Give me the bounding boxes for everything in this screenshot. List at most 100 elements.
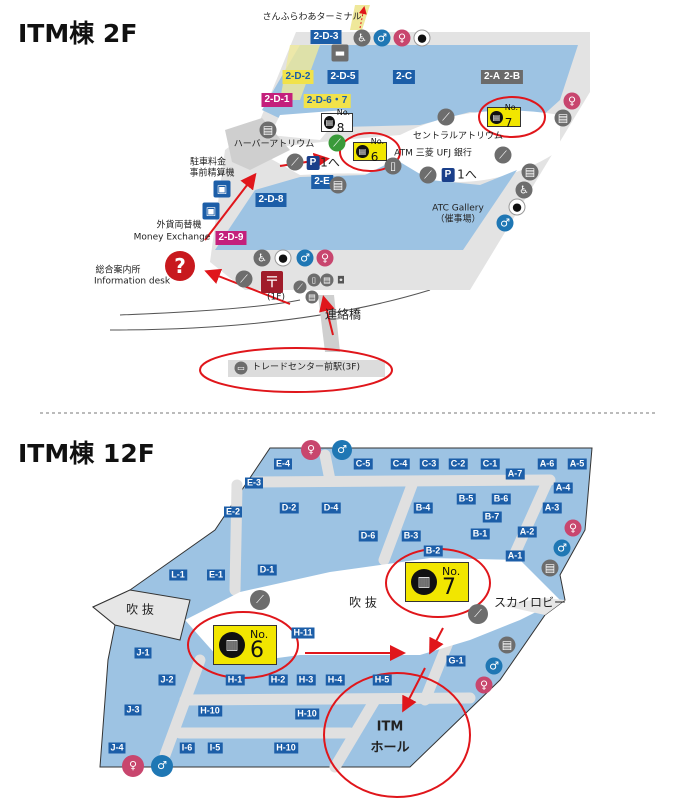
shop-label[interactable]: E-3	[244, 477, 264, 489]
elevator-icon: ▤	[259, 121, 277, 139]
elevator-no-label: No.	[250, 627, 269, 641]
baby-room-icon: ●	[413, 29, 431, 47]
shop-label[interactable]: 2-D-2	[282, 70, 314, 84]
elevator-no7-badge: ▤ No.7	[487, 102, 521, 129]
shop-label[interactable]: 2-D-3	[310, 30, 342, 44]
elevator-icon: ▤	[356, 145, 369, 158]
escalator-icon: ⟋	[250, 590, 270, 610]
shop-label[interactable]: B-5	[456, 493, 476, 505]
station-label[interactable]: トレードセンター前駅(3F)	[252, 362, 360, 373]
baby-room-icon: ●	[508, 198, 526, 216]
shop-label[interactable]: C-1	[480, 458, 500, 470]
sky-lobby-label: スカイロビー	[493, 595, 567, 610]
floor-12f-title: ITM棟 12F	[18, 439, 155, 468]
central-atrium-label: セントラルアトリウム	[412, 131, 504, 142]
shop-label[interactable]: H-10	[198, 705, 222, 717]
shop-label[interactable]: A-2	[517, 526, 537, 538]
information-desk-label-en: Information desk	[93, 276, 171, 287]
shop-label[interactable]: J-3	[124, 704, 142, 716]
shop-label[interactable]: 2-C	[392, 70, 416, 84]
restroom-female-icon: ♀	[563, 92, 581, 110]
elevator-icon: ▤	[541, 559, 559, 577]
shop-label[interactable]: J-2	[158, 674, 176, 686]
shop-label[interactable]: H-5	[372, 674, 392, 686]
shop-label[interactable]: A-5	[567, 458, 587, 470]
shop-label[interactable]: D-4	[321, 502, 341, 514]
shop-label[interactable]: H-11	[291, 627, 315, 639]
elevator-number: 7	[442, 574, 456, 600]
elevator-no-label: No.	[504, 102, 518, 112]
train-icon: ▭	[234, 361, 248, 375]
shop-label[interactable]: L-1	[169, 569, 187, 581]
gallery-label: ATC Gallery	[432, 203, 484, 214]
shop-label[interactable]: C-2	[448, 458, 468, 470]
shop-label[interactable]: B-3	[401, 530, 421, 542]
shop-label[interactable]: H-10	[274, 742, 298, 754]
shop-label[interactable]: 2-D-6・7	[303, 94, 351, 108]
shop-label[interactable]: 2-A	[480, 70, 504, 84]
shop-label[interactable]: G-1	[446, 655, 466, 667]
parking-payment-machine-icon: ▣	[213, 180, 231, 198]
wheelchair-icon: ♿	[515, 181, 533, 199]
shop-label[interactable]: H-2	[268, 674, 288, 686]
shop-label[interactable]: B-7	[482, 511, 502, 523]
shop-label[interactable]: B-6	[491, 493, 511, 505]
shop-label[interactable]: I-5	[207, 742, 223, 754]
elevator-icon: ▤	[490, 110, 503, 124]
restroom-female-icon: ♀	[316, 249, 334, 267]
camera-icon: ◘	[337, 275, 345, 287]
shop-label[interactable]: E-2	[223, 506, 243, 518]
terminal-direction-label: さんふらわあターミナル	[262, 12, 362, 23]
escalator-icon: ⟋	[328, 134, 346, 152]
shop-label[interactable]: A-6	[537, 458, 557, 470]
shop-label[interactable]: A-1	[505, 550, 525, 562]
shop-label[interactable]: H-10	[295, 708, 319, 720]
elevator-no6-badge: ▥ No.6	[213, 625, 277, 665]
shop-label[interactable]: I-6	[179, 742, 195, 754]
shop-label[interactable]: 2-E	[311, 175, 333, 189]
shop-label[interactable]: E-4	[273, 458, 293, 470]
information-desk-label: 総合案内所	[95, 265, 141, 276]
restroom-male-icon: ♂	[332, 440, 352, 460]
shop-label[interactable]: 2-D-5	[327, 70, 359, 84]
parking-icon: P	[306, 156, 320, 170]
shop-label[interactable]: C-3	[419, 458, 439, 470]
shop-label[interactable]: D-6	[358, 530, 378, 542]
elevator-icon: ▥	[411, 569, 437, 595]
shop-label[interactable]: B-1	[470, 528, 490, 540]
shop-label[interactable]: J-4	[108, 742, 126, 754]
shop-label[interactable]: A-7	[505, 468, 525, 480]
restroom-male-icon: ♂	[296, 249, 314, 267]
shop-label[interactable]: A-3	[542, 502, 562, 514]
parking-fee-label: 駐車料金	[189, 157, 227, 168]
shop-label[interactable]: B-4	[413, 502, 433, 514]
shop-label[interactable]: C-4	[390, 458, 410, 470]
shop-label[interactable]: B-2	[423, 545, 443, 557]
floor-12f-plan	[92, 447, 593, 773]
shop-label[interactable]: 2-D-1	[261, 93, 293, 107]
shop-label[interactable]: 2-D-9	[215, 231, 247, 245]
information-desk-icon[interactable]: ?	[165, 251, 195, 281]
shop-label[interactable]: C-5	[353, 458, 373, 470]
elevator-no-label: No.	[442, 564, 461, 578]
elevator-icon: ▤	[324, 116, 335, 129]
parking-icon: P	[441, 168, 455, 182]
shop-label[interactable]: J-1	[134, 647, 152, 659]
shop-label[interactable]: 2-B	[500, 70, 524, 84]
money-exchange-label-en: Money Exchange	[133, 232, 211, 243]
shop-label[interactable]: H-4	[325, 674, 345, 686]
shop-label[interactable]: E-1	[206, 569, 226, 581]
shop-label[interactable]: D-2	[279, 502, 299, 514]
restroom-male-icon: ♂	[485, 657, 503, 675]
itm-hall-label[interactable]: ITM	[376, 719, 404, 735]
shop-label[interactable]: D-1	[257, 564, 277, 576]
restroom-female-icon: ♀	[301, 440, 321, 460]
elevator-number: 6	[250, 637, 264, 663]
shop-label[interactable]: H-1	[225, 674, 245, 686]
escalator-icon: ⟋	[468, 604, 488, 624]
shop-label[interactable]: 2-D-8	[255, 193, 287, 207]
itm-hall-label[interactable]: ホール	[370, 740, 410, 756]
shop-label[interactable]: A-4	[553, 482, 573, 494]
shop-label[interactable]: H-3	[296, 674, 316, 686]
atm-icon: ▯	[307, 273, 321, 287]
